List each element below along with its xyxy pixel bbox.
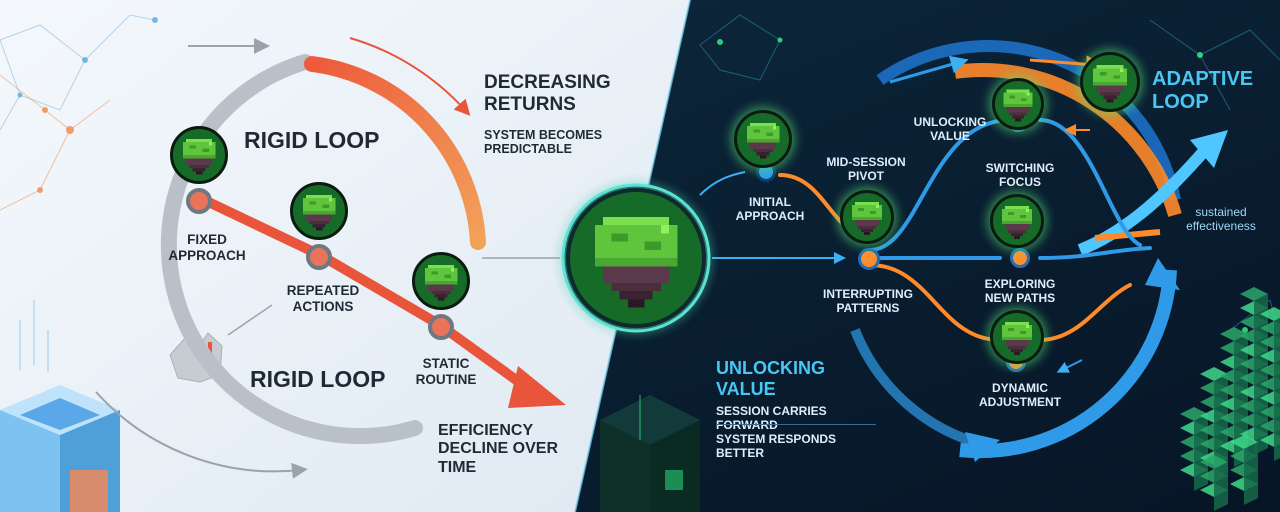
switching-focus-label: SWITCHING FOCUS [985, 161, 1055, 189]
dynamic-adjustment-label: DYNAMIC ADJUSTMENT [978, 381, 1061, 409]
grass-block-icon [290, 182, 348, 240]
cube-side [1274, 388, 1280, 405]
cube-side [1274, 374, 1280, 391]
interrupting-patterns-label: INTERRUPTING PATTERNS [823, 287, 913, 315]
mid-session-pivot-label: MID-SESSION PIVOT [826, 155, 906, 183]
exploring-new-paths-label: EXPLORING NEW PATHS [984, 277, 1056, 305]
repeated-actions-label: REPEATED ACTIONS [286, 283, 360, 314]
cube-side [1274, 416, 1280, 433]
grass-block-icon [840, 190, 894, 244]
initial-approach-label: INITIAL APPROACH [735, 195, 805, 223]
system-responds-label: SYSTEM RESPONDS BETTER [716, 432, 837, 460]
grass-block-icon [566, 188, 706, 328]
grass-block-icon [734, 110, 792, 168]
grass-block-icon [170, 126, 228, 184]
cube-side [1244, 442, 1258, 463]
rigid-loop-title-top: RIGID LOOP [244, 127, 380, 153]
grass-block-icon [992, 78, 1044, 130]
cube-side [1214, 462, 1228, 483]
grass-block-icon [990, 194, 1044, 248]
cube-side [1254, 294, 1268, 315]
cube-side [1274, 430, 1280, 447]
cube-side [1274, 332, 1280, 349]
adaptive-loop-title: ADAPTIVE LOOP [1152, 68, 1254, 113]
cube-face [1260, 307, 1280, 321]
rigid-loop-title-bottom: RIGID LOOP [250, 366, 386, 392]
unlocking-value-label-big: UNLOCKING VALUE [716, 358, 825, 399]
cube-side [1274, 346, 1280, 363]
cube-side [1274, 444, 1280, 461]
static-routine-dot [428, 314, 454, 340]
fixed-approach-label: FIXED APPROACH [168, 232, 246, 263]
session-carries-label: SESSION CARRIES FORWARD [716, 404, 827, 431]
unlocking-value-label-small: UNLOCKING VALUE [913, 115, 987, 143]
sustained-effectiveness-label: sustained effectiveness [1186, 205, 1256, 233]
divider [716, 424, 876, 425]
decreasing-returns-label: DECREASING RETURNS [484, 72, 611, 115]
cube-side [1274, 318, 1280, 335]
fixed-approach-dot [186, 188, 212, 214]
grass-block-icon [990, 310, 1044, 364]
efficiency-decline-label: EFFICIENCY DECLINE OVER TIME [438, 422, 559, 476]
grass-block-icon [1080, 52, 1140, 112]
grass-block-icon [412, 252, 470, 310]
repeated-actions-dot [306, 244, 332, 270]
cube-side [1274, 360, 1280, 377]
system-predictable-label: SYSTEM BECOMES PREDICTABLE [484, 128, 603, 157]
cube-side [1274, 402, 1280, 419]
interrupting-patterns-dot [858, 248, 880, 270]
static-routine-label: STATIC ROUTINE [415, 356, 477, 387]
exploring-paths-dot [1010, 248, 1030, 268]
